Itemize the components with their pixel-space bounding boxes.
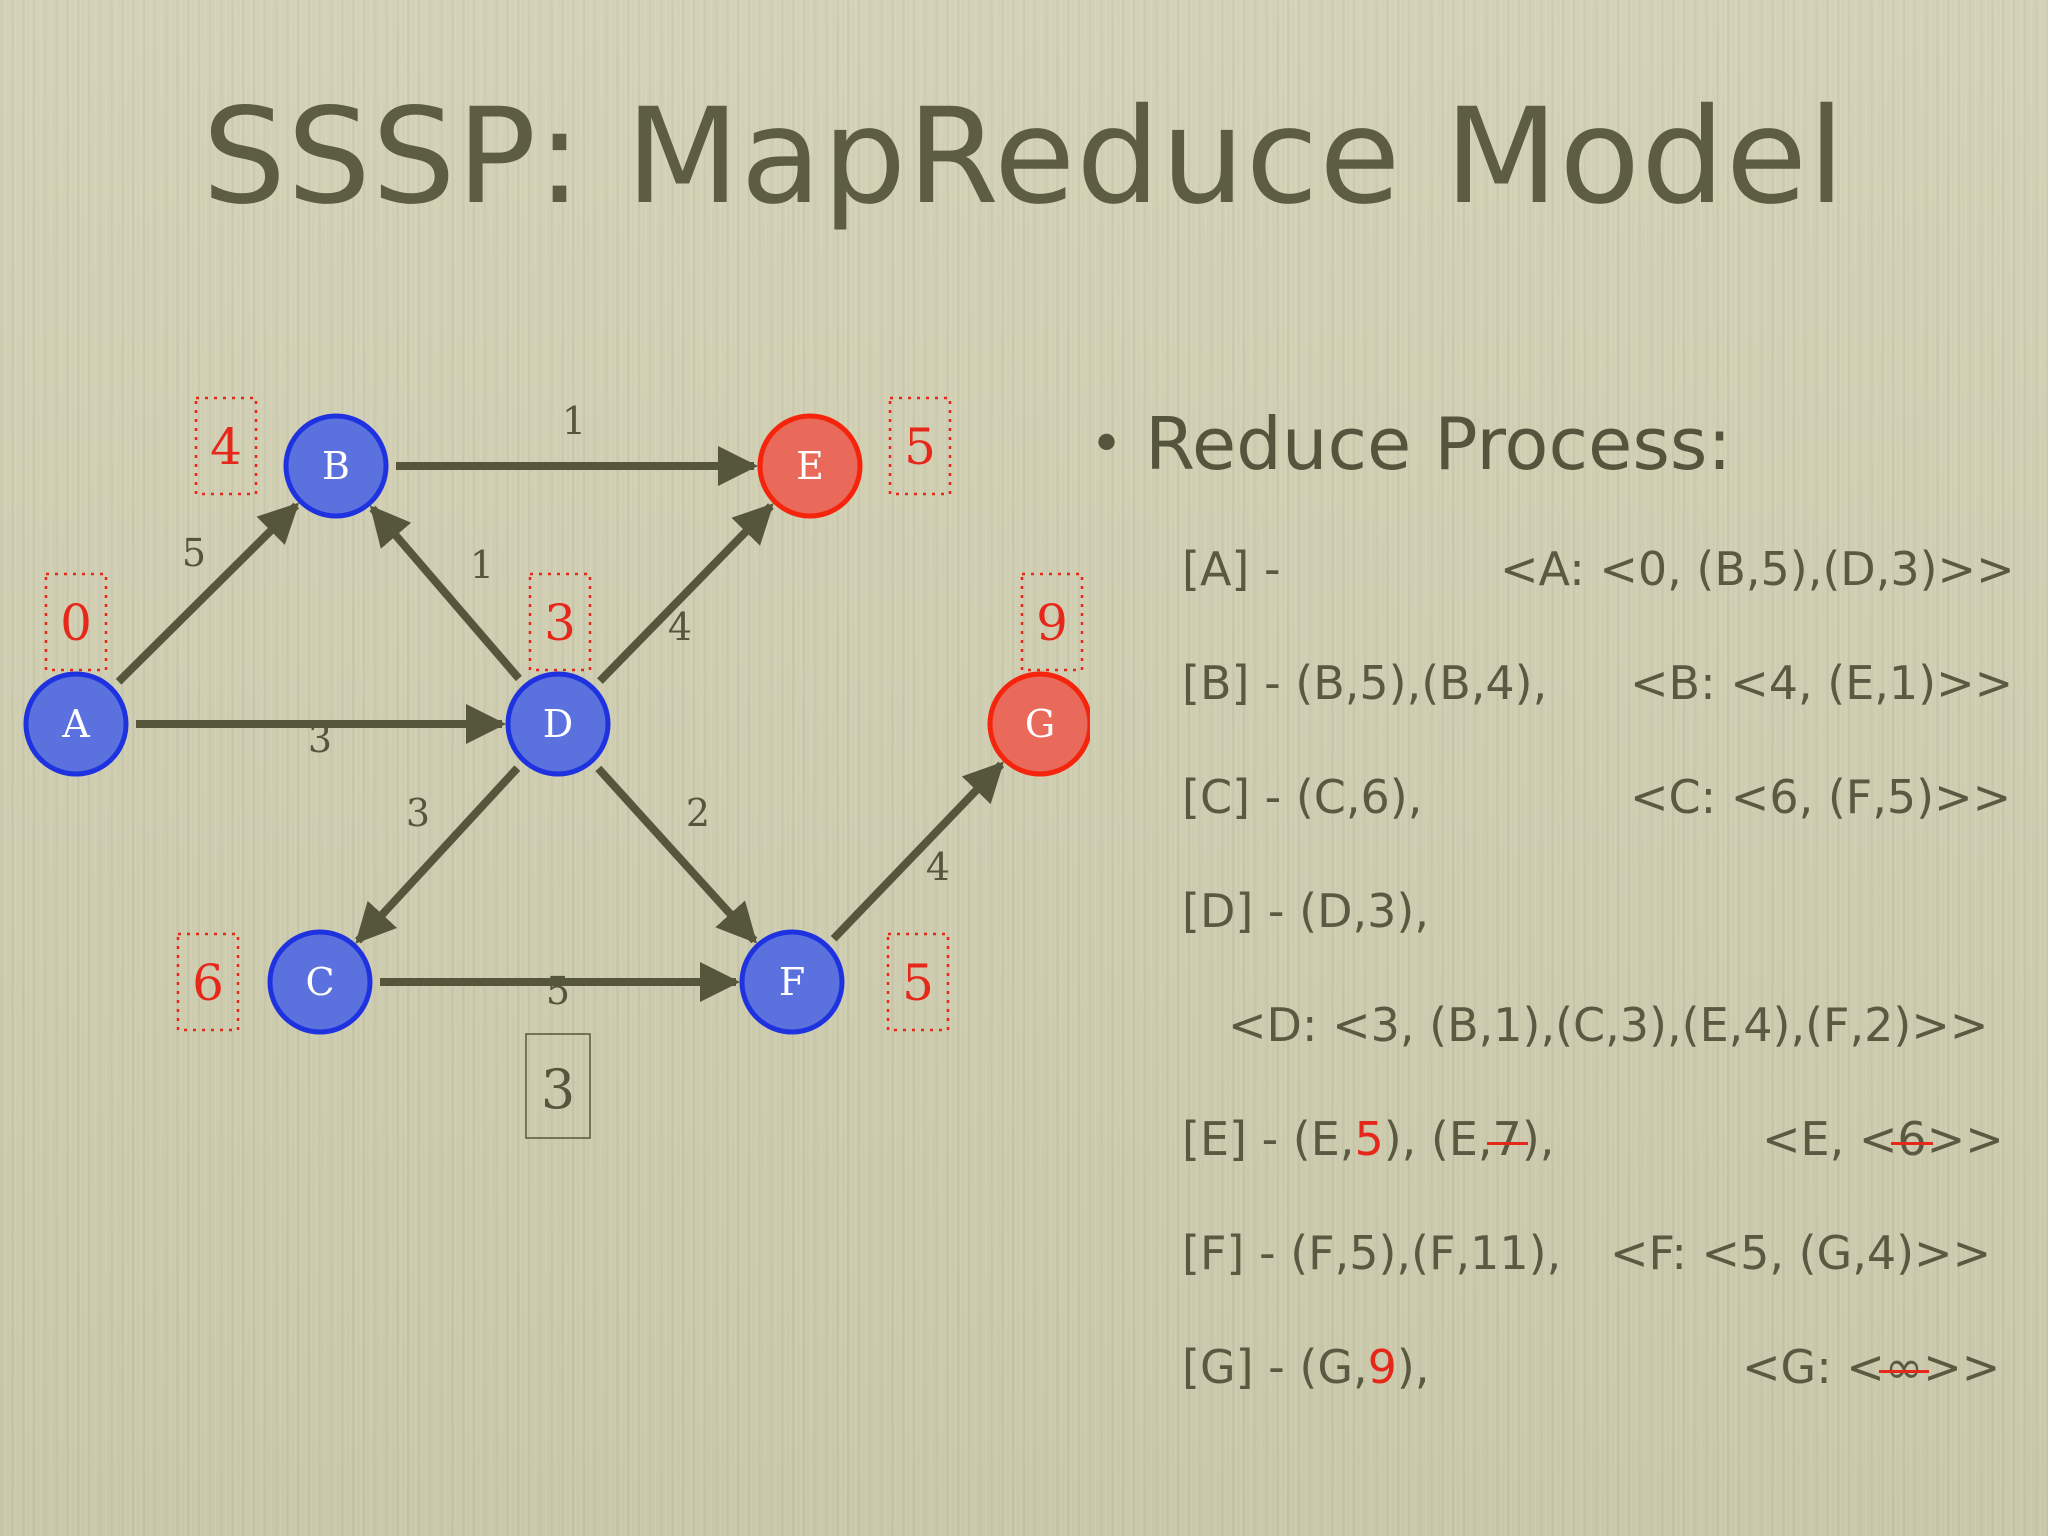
distance-box-c bbox=[176, 932, 240, 1032]
bullet-dot-icon: • bbox=[1090, 412, 1124, 477]
reduce-row-d-right: <D: <3, (B,1),(C,3),(E,4),(F,2)>> bbox=[1228, 998, 1989, 1052]
reduce-row-e-new-value: 5 bbox=[1354, 1112, 1384, 1166]
distance-value-d: 3 bbox=[544, 594, 576, 652]
edge-weight-d-f: 2 bbox=[686, 791, 710, 835]
edge-d-e bbox=[597, 503, 774, 684]
edge-weight-d-e: 4 bbox=[668, 605, 692, 649]
distance-value-a: 0 bbox=[60, 594, 92, 652]
reduce-row-e-left-part: ), bbox=[1521, 1112, 1555, 1166]
node-label-c: C bbox=[305, 960, 334, 1004]
boxed-value-frame bbox=[525, 1033, 591, 1139]
reduce-row-c-right: <C: <6, (F,5)>> bbox=[1630, 770, 2012, 824]
node-f bbox=[739, 929, 845, 1035]
edge-a-b bbox=[115, 502, 300, 685]
reduce-row-g-left-part: ), bbox=[1396, 1340, 1430, 1394]
reduce-row-g-right-part: <G: < bbox=[1742, 1340, 1885, 1394]
distance-box-f bbox=[886, 932, 950, 1032]
graph-diagram: 5 3 1 1 4 3 2 5 4 0 4 6 3 5 5 9 A B C D E F G 3 bbox=[23, 396, 1090, 1139]
node-g bbox=[987, 671, 1090, 777]
distance-value-f: 5 bbox=[902, 954, 934, 1012]
reduce-row-g-left-part: [G] - (G, bbox=[1182, 1340, 1368, 1394]
node-b bbox=[283, 413, 389, 519]
reduce-row-g-new-value: 9 bbox=[1367, 1340, 1397, 1394]
edge-weight-b-e: 1 bbox=[562, 399, 586, 443]
reduce-row-e-right-part: >> bbox=[1926, 1112, 2004, 1166]
edge-weight-a-b: 5 bbox=[182, 531, 206, 575]
reduce-heading: • Reduce Process: bbox=[1090, 402, 1732, 486]
distance-box-d bbox=[528, 572, 592, 672]
slide-title: SSSP: MapReduce Model bbox=[202, 80, 1846, 234]
reduce-row-g-right: <G: <∞>> bbox=[1742, 1340, 2000, 1394]
reduce-row-a-left: [A] - bbox=[1182, 542, 1281, 596]
node-label-b: B bbox=[322, 444, 350, 488]
node-label-f: F bbox=[779, 960, 805, 1004]
node-a bbox=[23, 671, 129, 777]
reduce-row-e-right: <E, <6>> bbox=[1762, 1112, 2004, 1166]
reduce-row-g-right-part: >> bbox=[1923, 1340, 2001, 1394]
distance-box-b bbox=[194, 396, 258, 496]
node-e bbox=[757, 413, 863, 519]
distance-value-g: 9 bbox=[1036, 594, 1068, 652]
reduce-row-f-right: <F: <5, (G,4)>> bbox=[1610, 1226, 1992, 1280]
node-label-e: E bbox=[796, 444, 824, 488]
reduce-row-c-left: [C] - (C,6), bbox=[1182, 770, 1423, 824]
distance-value-e: 5 bbox=[904, 418, 936, 476]
edge-d-b bbox=[369, 505, 522, 682]
reduce-row-e-left-part: ), (E, bbox=[1383, 1112, 1493, 1166]
reduce-heading-text: Reduce Process: bbox=[1145, 402, 1732, 486]
node-c bbox=[267, 929, 373, 1035]
edge-f-g bbox=[830, 761, 1005, 942]
edge-weight-d-b: 1 bbox=[470, 543, 494, 587]
reduce-row-e-left-part: [E] - (E, bbox=[1182, 1112, 1355, 1166]
reduce-row-a-right: <A: <0, (B,5),(D,3)>> bbox=[1500, 542, 2015, 596]
distance-box-g bbox=[1020, 572, 1084, 672]
distance-box-e bbox=[888, 396, 952, 496]
distance-value-b: 4 bbox=[210, 418, 242, 476]
reduce-row-f-left: [F] - (F,5),(F,11), bbox=[1182, 1226, 1562, 1280]
reduce-row-g-left: [G] - (G,9), bbox=[1182, 1340, 1429, 1394]
edge-d-c bbox=[355, 765, 521, 944]
distance-value-c: 6 bbox=[192, 954, 224, 1012]
reduce-row-b-right: <B: <4, (E,1)>> bbox=[1630, 656, 2014, 710]
reduce-row-e-struck-value: 7 bbox=[1486, 1112, 1529, 1166]
node-label-a: A bbox=[61, 702, 90, 746]
reduce-row-g-struck-old-distance: ∞ bbox=[1878, 1340, 1930, 1394]
reduce-row-e-struck-old-distance: 6 bbox=[1891, 1112, 1934, 1166]
node-label-d: D bbox=[543, 702, 573, 746]
edge-weight-a-d: 3 bbox=[308, 717, 332, 761]
reduce-row-e-right-part: <E, < bbox=[1762, 1112, 1898, 1166]
node-d bbox=[505, 671, 611, 777]
node-label-g: G bbox=[1025, 702, 1055, 746]
edge-weight-c-f: 5 bbox=[546, 969, 570, 1013]
edge-d-f bbox=[595, 765, 758, 944]
edge-weight-d-c: 3 bbox=[406, 791, 430, 835]
boxed-value: 3 bbox=[541, 1058, 575, 1121]
distance-box-a bbox=[44, 572, 108, 672]
edge-weight-f-g: 4 bbox=[926, 845, 950, 889]
reduce-row-d-left: [D] - (D,3), bbox=[1182, 884, 1429, 938]
reduce-row-e-left: [E] - (E,5), (E,7), bbox=[1182, 1112, 1554, 1166]
reduce-row-b-left: [B] - (B,5),(B,4), bbox=[1182, 656, 1548, 710]
